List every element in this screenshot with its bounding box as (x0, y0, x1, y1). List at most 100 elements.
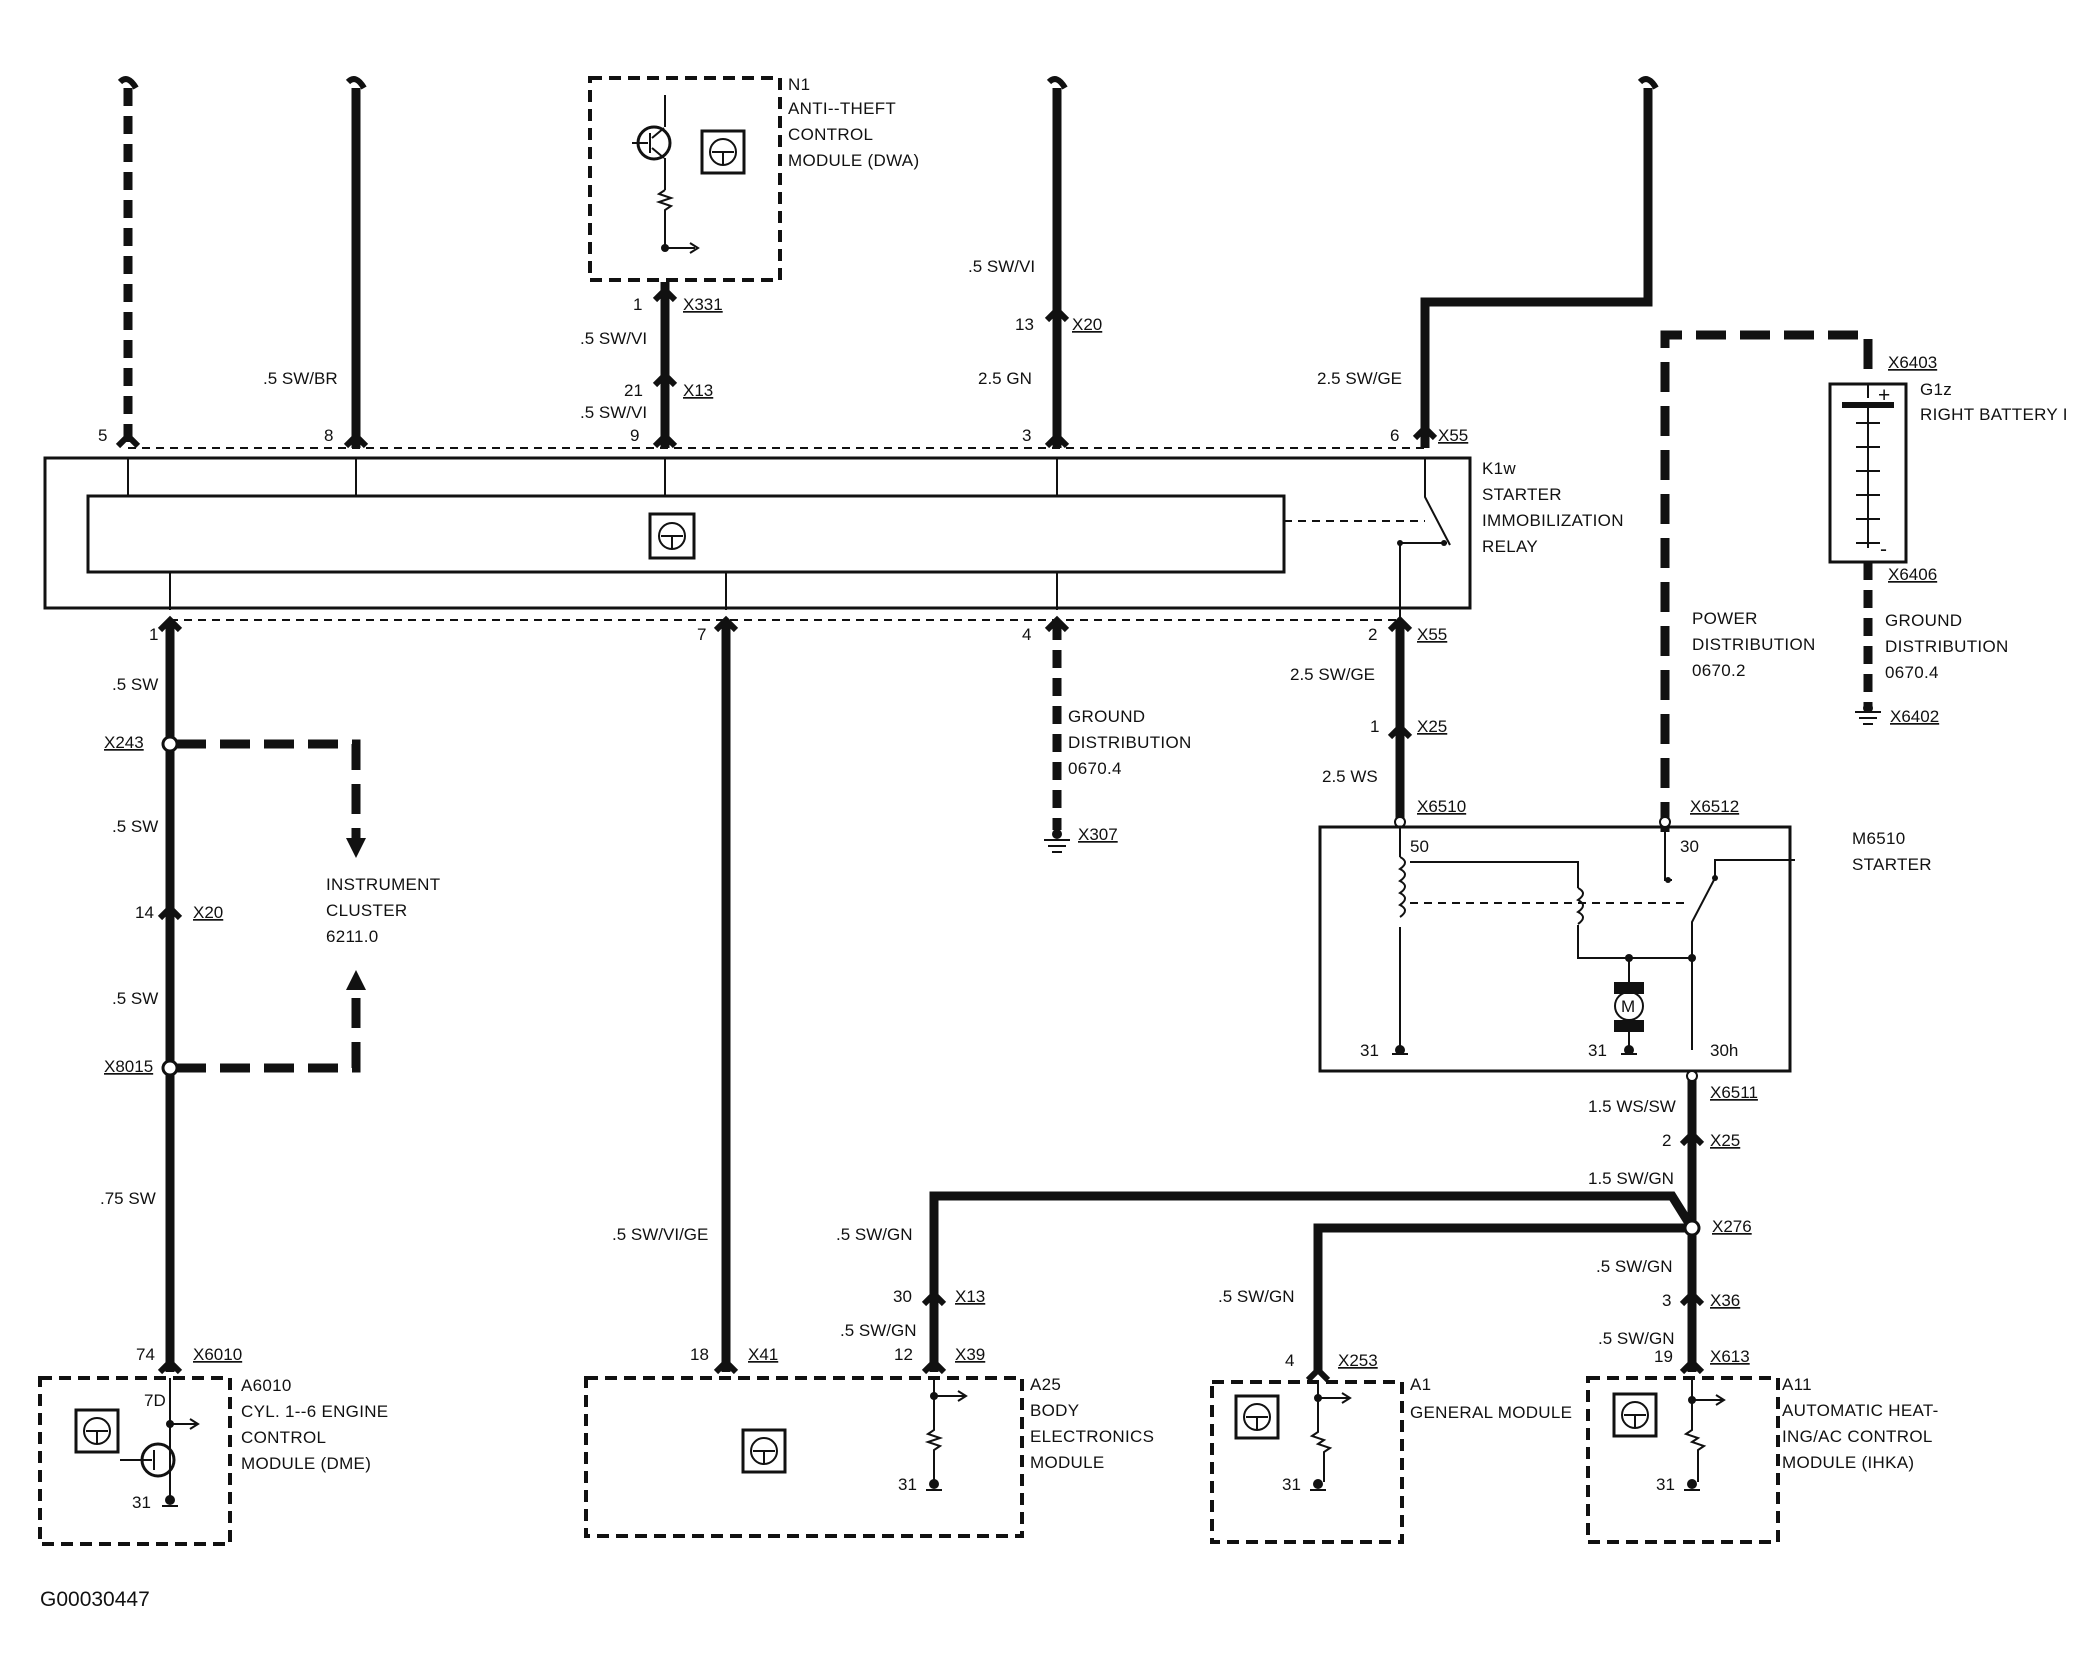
svg-text:X6402: X6402 (1890, 707, 1939, 726)
svg-text:3: 3 (1662, 1291, 1671, 1310)
wire-pin5 (117, 76, 139, 448)
svg-text:CONTROL: CONTROL (241, 1428, 326, 1447)
battery-minus-sign: - (1880, 538, 1887, 561)
a25-body-electronics-module: 31 A25 BODY ELECTRONICS MODULE (584, 1375, 1154, 1538)
svg-text:GROUND: GROUND (1068, 707, 1145, 726)
svg-text:A6010: A6010 (241, 1376, 292, 1395)
svg-text:GENERAL MODULE: GENERAL MODULE (1410, 1403, 1572, 1422)
svg-text:M6510: M6510 (1852, 829, 1905, 848)
svg-text:.5 SW/VI: .5 SW/VI (580, 403, 647, 422)
svg-text:X307: X307 (1078, 825, 1118, 844)
svg-text:12: 12 (894, 1345, 913, 1364)
svg-text:AUTOMATIC HEAT-: AUTOMATIC HEAT- (1782, 1401, 1939, 1420)
connector-chevrons-top (115, 285, 1438, 449)
svg-text:7D: 7D (144, 1391, 166, 1410)
svg-text:50: 50 (1410, 837, 1429, 856)
relay-top-pins: 5 8 9 3 6 X55 (98, 426, 1468, 445)
wire-network-sw-gn: 1.5 WS/SW X6511 2 X25 1.5 SW/GN X276 .5 … (836, 1070, 1758, 1383)
svg-text:X6511: X6511 (1710, 1083, 1758, 1102)
svg-text:MODULE: MODULE (1030, 1453, 1105, 1472)
svg-text:A11: A11 (1782, 1375, 1812, 1394)
wire-pin1-to-dme: .5 SW X243 .5 SW 14 X20 .5 SW X8015 .75 … (100, 622, 242, 1375)
k1w-line3: RELAY (1482, 537, 1538, 556)
svg-text:.75 SW: .75 SW (100, 1189, 156, 1208)
svg-text:2: 2 (1368, 625, 1377, 644)
wire-pin6 (1420, 76, 1659, 448)
svg-text:GROUND: GROUND (1885, 611, 1962, 630)
svg-text:18: 18 (690, 1345, 709, 1364)
svg-text:2.5 SW/GE: 2.5 SW/GE (1290, 665, 1375, 684)
svg-text:CLUSTER: CLUSTER (326, 901, 407, 920)
svg-text:.5 SW/GN: .5 SW/GN (1218, 1287, 1295, 1306)
svg-text:A25: A25 (1030, 1375, 1061, 1394)
svg-text:.5 SW/GN: .5 SW/GN (836, 1225, 913, 1244)
svg-text:2.5 GN: 2.5 GN (978, 369, 1032, 388)
svg-text:0670.2: 0670.2 (1692, 661, 1746, 680)
svg-text:G1z: G1z (1920, 380, 1952, 399)
svg-text:0670.4: 0670.4 (1885, 663, 1939, 682)
svg-text:X6010: X6010 (193, 1345, 242, 1364)
svg-text:30: 30 (893, 1287, 912, 1306)
svg-text:3: 3 (1022, 426, 1031, 445)
svg-text:21: 21 (624, 381, 643, 400)
svg-text:.5 SW: .5 SW (112, 989, 158, 1008)
svg-text:1: 1 (149, 625, 158, 644)
svg-text:14: 14 (135, 903, 154, 922)
svg-text:MODULE (DME): MODULE (DME) (241, 1454, 371, 1473)
svg-text:1.5 SW/GN: 1.5 SW/GN (1588, 1169, 1674, 1188)
svg-text:X20: X20 (193, 903, 223, 922)
svg-text:X41: X41 (748, 1345, 778, 1364)
svg-text:6211.0: 6211.0 (326, 927, 379, 946)
svg-text:X36: X36 (1710, 1291, 1740, 1310)
svg-text:A1: A1 (1410, 1375, 1431, 1394)
svg-text:4: 4 (1022, 625, 1031, 644)
k1w-relay: K1w STARTER IMMOBILIZATION RELAY (43, 447, 1623, 621)
svg-text:9: 9 (630, 426, 639, 445)
svg-text:8: 8 (324, 426, 333, 445)
svg-text:STARTER: STARTER (1852, 855, 1932, 874)
svg-text:X55: X55 (1438, 426, 1468, 445)
svg-text:7: 7 (697, 625, 706, 644)
n1-line3: MODULE (DWA) (788, 151, 919, 170)
svg-text:DISTRIBUTION: DISTRIBUTION (1885, 637, 2009, 656)
svg-text:31: 31 (1360, 1041, 1379, 1060)
svg-text:1: 1 (633, 295, 642, 314)
svg-text:31: 31 (132, 1493, 151, 1512)
svg-text:2.5 WS: 2.5 WS (1322, 767, 1378, 786)
svg-text:ELECTRONICS: ELECTRONICS (1030, 1427, 1154, 1446)
k1w-module-icon (648, 512, 696, 560)
svg-text:X39: X39 (955, 1345, 985, 1364)
svg-text:1.5 WS/SW: 1.5 WS/SW (1588, 1097, 1676, 1116)
battery-plus-sign: + (1878, 384, 1890, 407)
svg-text:.5 SW/VI/GE: .5 SW/VI/GE (612, 1225, 708, 1244)
n1-line2: CONTROL (788, 125, 873, 144)
wire-pin8 (345, 76, 367, 448)
svg-text:31: 31 (898, 1475, 917, 1494)
svg-text:31: 31 (1656, 1475, 1675, 1494)
svg-text:74: 74 (136, 1345, 155, 1364)
svg-text:30: 30 (1680, 837, 1699, 856)
svg-text:ING/AC CONTROL: ING/AC CONTROL (1782, 1427, 1933, 1446)
svg-text:1: 1 (1370, 717, 1379, 736)
svg-text:19: 19 (1654, 1347, 1673, 1366)
ground-distribution-mid: GROUND DISTRIBUTION 0670.4 X307 (1044, 622, 1192, 853)
a1-general-module: 31 A1 GENERAL MODULE (1210, 1375, 1572, 1544)
svg-text:30h: 30h (1710, 1041, 1738, 1060)
m6510-starter: X6512 50 30 M 31 31 30h M6510 STARTER (1318, 797, 1932, 1073)
svg-text:.5 SW: .5 SW (112, 675, 158, 694)
motor-symbol: M (1621, 997, 1635, 1016)
svg-text:DISTRIBUTION: DISTRIBUTION (1692, 635, 1816, 654)
svg-text:X6406: X6406 (1888, 565, 1937, 584)
g1z-right-battery: + - X6403 G1z RIGHT BATTERY I X6406 X640… (1660, 330, 2067, 832)
svg-text:X276: X276 (1712, 1217, 1752, 1236)
svg-text:6: 6 (1390, 426, 1399, 445)
svg-text:4: 4 (1285, 1351, 1294, 1370)
svg-text:X6510: X6510 (1417, 797, 1466, 816)
svg-text:.5 SW/GN: .5 SW/GN (840, 1321, 917, 1340)
svg-text:X25: X25 (1710, 1131, 1740, 1150)
svg-text:.5 SW/VI: .5 SW/VI (968, 257, 1035, 276)
relay-bottom-pins: 1 7 4 2 X55 (149, 615, 1447, 644)
svg-text:DISTRIBUTION: DISTRIBUTION (1068, 733, 1192, 752)
svg-text:.5 SW/GN: .5 SW/GN (1598, 1329, 1675, 1348)
